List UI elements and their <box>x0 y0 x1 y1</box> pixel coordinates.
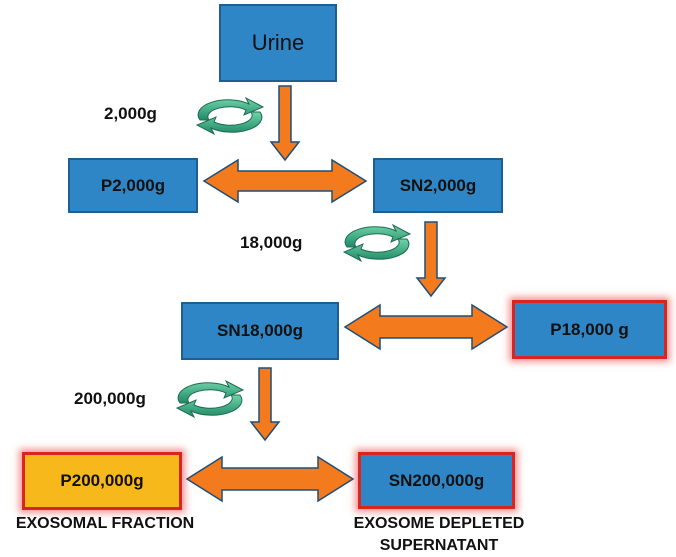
exosomal-fraction-caption: EXOSOMAL FRACTION <box>15 515 195 532</box>
double-arrow-1 <box>202 158 368 204</box>
circular-arrows-icon <box>342 223 412 263</box>
sn200000-box: SN200,000g <box>358 452 515 509</box>
circular-arrows-icon <box>175 379 245 419</box>
p200000-box: P200,000g <box>22 452 182 510</box>
down-arrow-3 <box>249 367 281 442</box>
p18000-box: P18,000 g <box>512 300 667 359</box>
double-arrow-2 <box>343 303 509 351</box>
urine-box: Urine <box>219 4 337 82</box>
speed-label-2000g: 2,000g <box>104 104 157 123</box>
speed-label-18000g: 18,000g <box>240 233 303 252</box>
depleted-caption-line1: EXOSOME DEPLETED <box>353 515 525 532</box>
speed-label-200000g: 200,000g <box>74 389 146 408</box>
sn18000-box: SN18,000g <box>181 302 339 360</box>
down-arrow-2 <box>415 221 447 298</box>
depleted-caption-line2: SUPERNATANT <box>379 537 499 554</box>
down-arrow-1 <box>269 85 301 162</box>
sn2000-box: SN2,000g <box>373 158 503 213</box>
circular-arrows-icon <box>195 96 265 136</box>
double-arrow-3 <box>185 455 355 503</box>
p2000-box: P2,000g <box>68 158 198 213</box>
